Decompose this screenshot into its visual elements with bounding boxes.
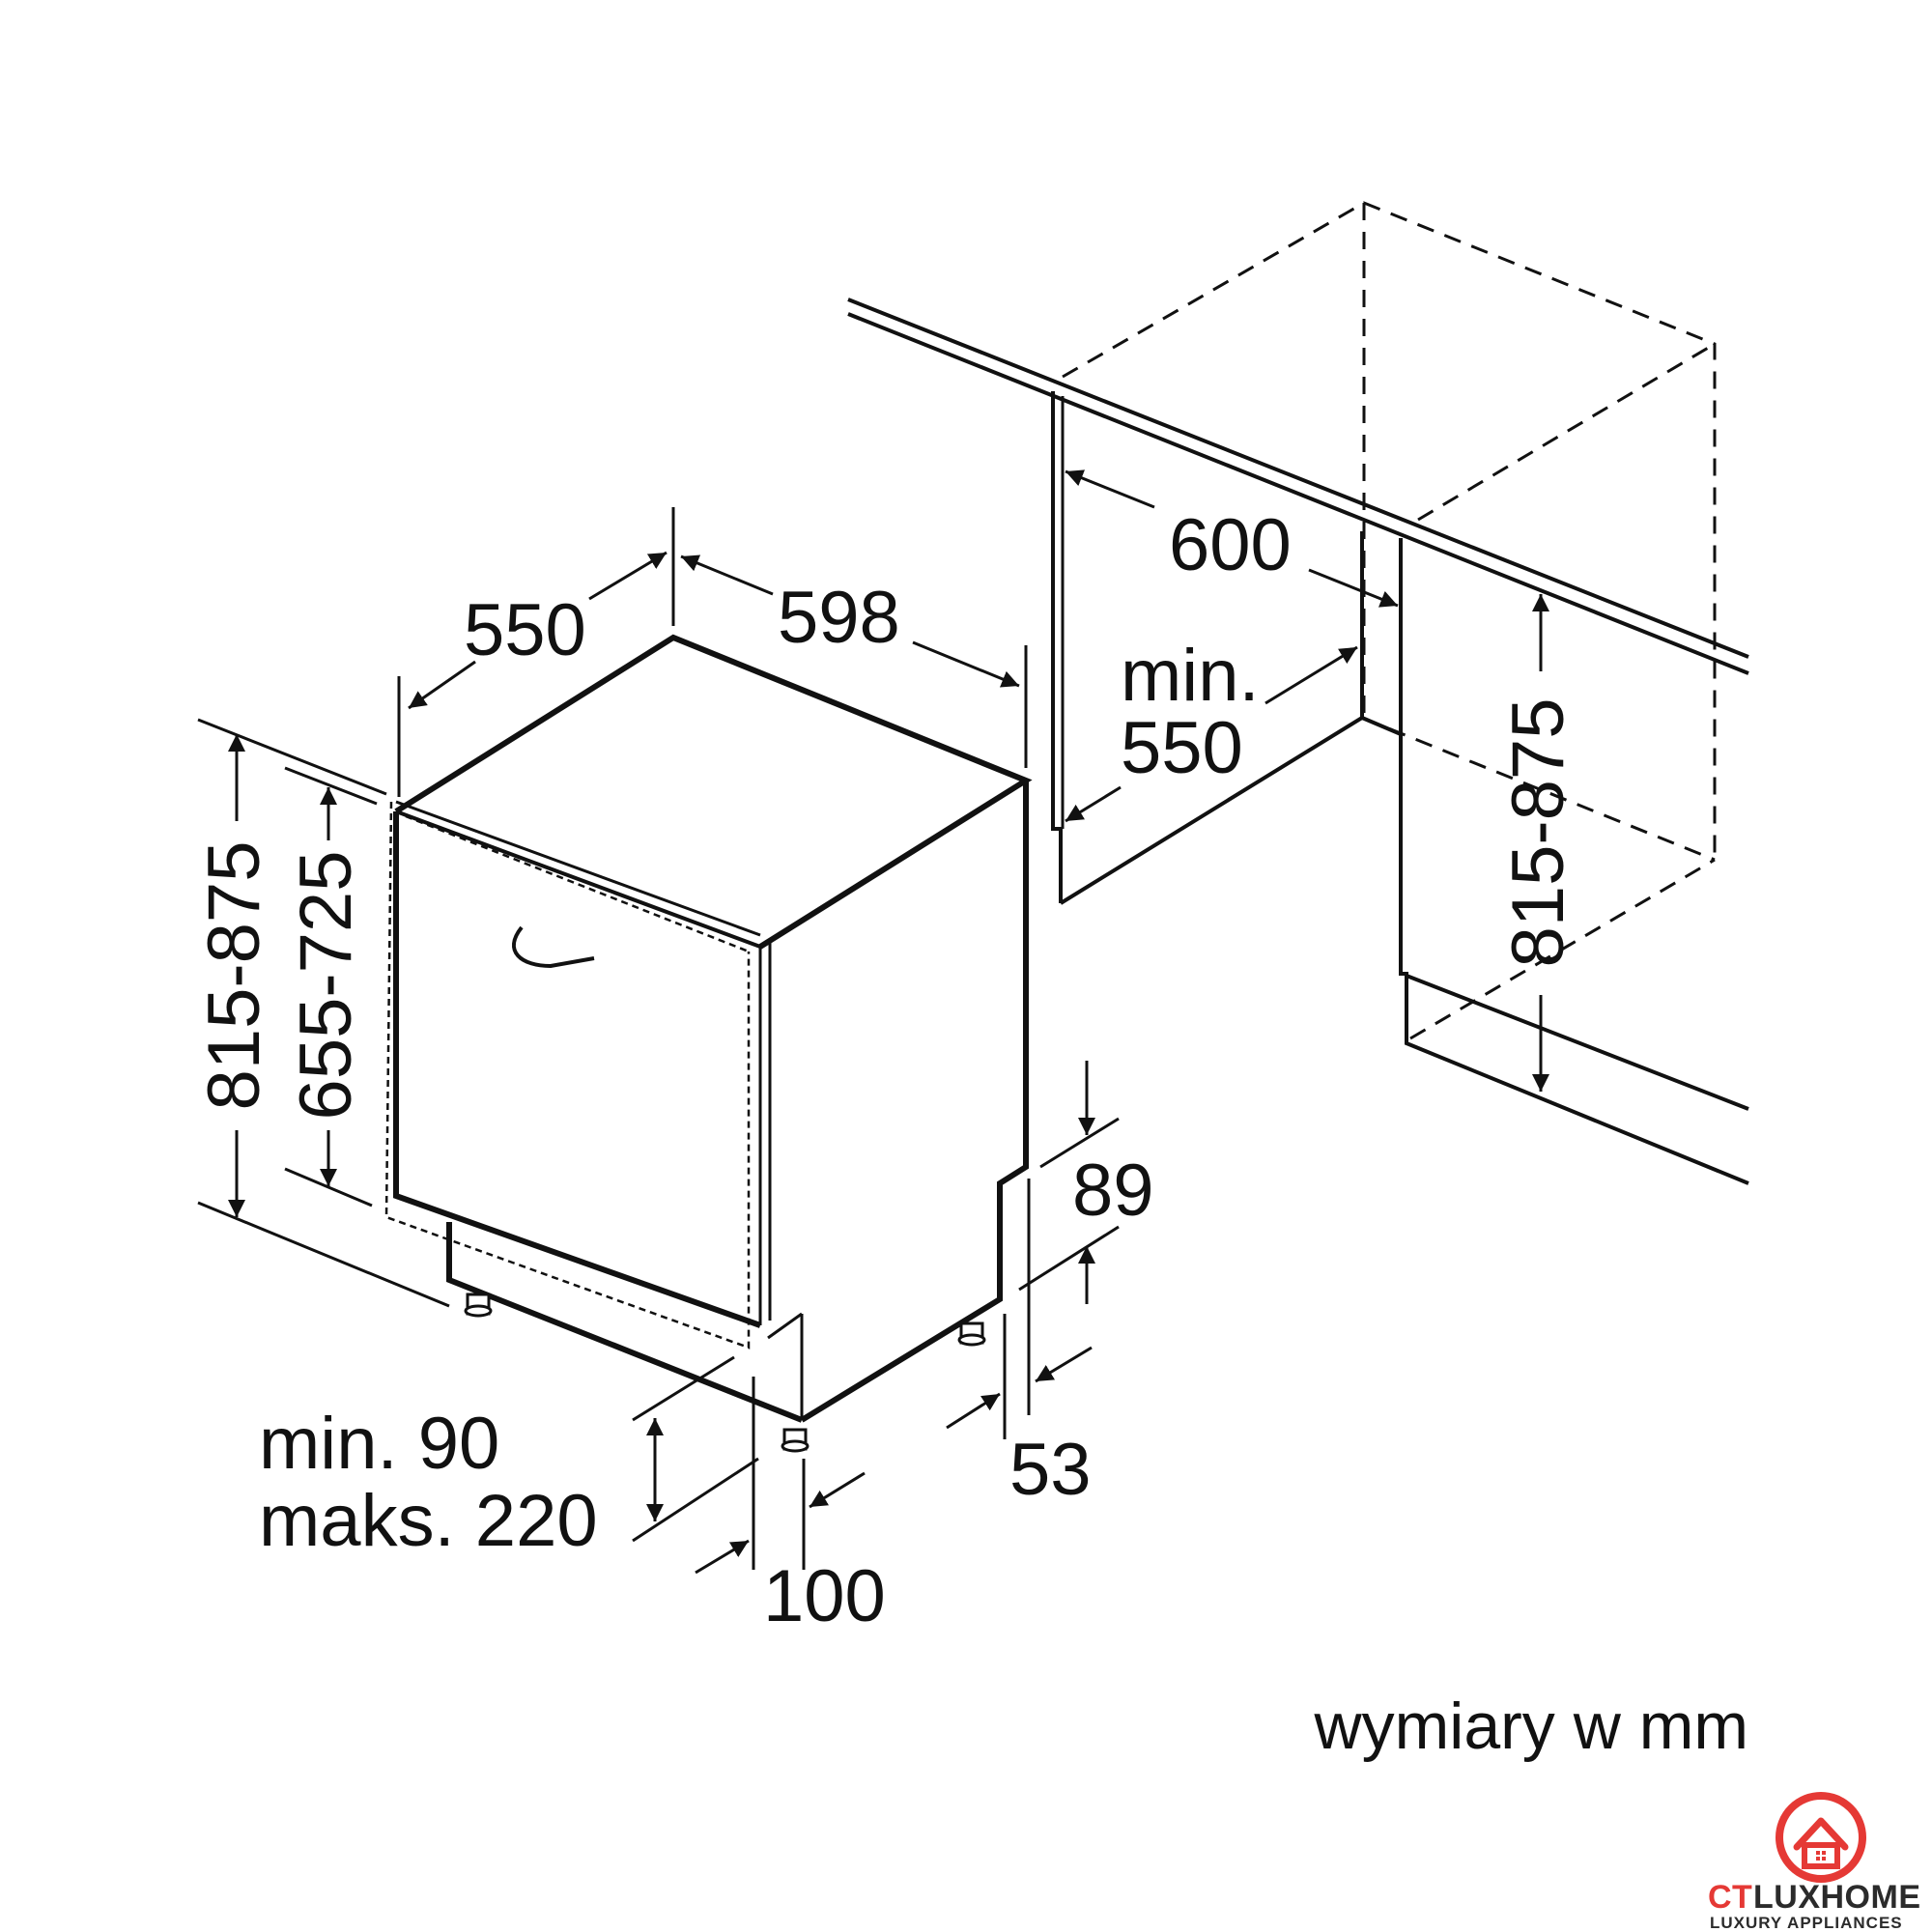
dimension-lines <box>197 469 1549 1575</box>
plinth-height-label-line2: maks. 220 <box>259 1480 598 1562</box>
plinth-depth-label: 100 <box>763 1555 886 1637</box>
depth-label: 550 <box>464 589 586 671</box>
door-panel-top-dashed <box>405 814 750 953</box>
top-front-edge <box>395 810 761 949</box>
units-caption: wymiary w mm <box>1313 1690 1748 1763</box>
plinth-offset-label: 89 <box>1072 1150 1154 1232</box>
installation-niche <box>847 201 1749 1185</box>
niche-dashed-front <box>1409 858 1716 1040</box>
foot-right <box>957 1321 986 1347</box>
niche-dashed-right <box>1417 342 1716 522</box>
plinth-top <box>767 1312 803 1340</box>
width-label: 598 <box>778 577 900 659</box>
side-outline <box>800 781 1029 1423</box>
door-outline <box>393 811 762 1328</box>
door-panel-dashed <box>384 801 751 1350</box>
niche-dashed-top <box>1062 201 1717 860</box>
logo-brand-right: LUXHOME <box>1753 1879 1921 1916</box>
brand-logo: CT LUXHOME LUXURY APPLIANCES <box>1708 1792 1921 1932</box>
house-icon <box>1776 1792 1866 1883</box>
door-handle <box>511 925 595 969</box>
niche-height-label: 815-875 <box>1497 698 1579 968</box>
logo-brand-left: CT <box>1708 1879 1752 1916</box>
height-left-label: 815-875 <box>193 841 275 1111</box>
niche-depth-label-line1: min. <box>1121 635 1260 717</box>
left-cabinet-wall <box>1051 391 1063 903</box>
niche-depth-label-line2: 550 <box>1121 707 1243 789</box>
door-top-edge <box>395 800 761 937</box>
door-height-label: 655-725 <box>285 851 367 1121</box>
logo-tagline: LUXURY APPLIANCES <box>1710 1914 1903 1932</box>
dishwasher-body <box>384 634 1033 1453</box>
plinth-height-label-line1: min. 90 <box>259 1403 499 1485</box>
foot-offset-label: 53 <box>1009 1429 1092 1511</box>
plinth-outline <box>446 1222 804 1423</box>
right-plinth-line <box>1406 974 1749 1111</box>
worktop-edge-1 <box>847 298 1749 659</box>
foot-front <box>781 1428 810 1453</box>
worktop-edge-2 <box>847 312 1749 675</box>
right-cabinet-wall <box>1399 538 1749 1185</box>
top-face <box>394 634 1033 950</box>
foot-left <box>464 1293 493 1318</box>
niche-width-label: 600 <box>1169 504 1292 586</box>
niche-dashed-floor <box>1361 716 1716 862</box>
